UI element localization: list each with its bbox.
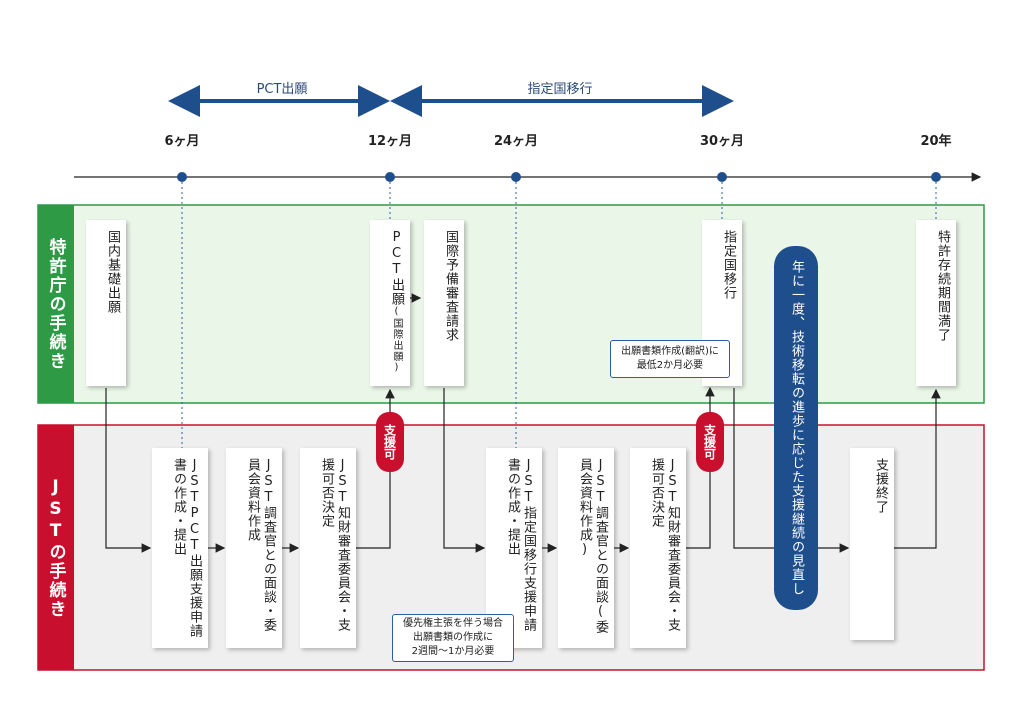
priority-note: 優先権主張を伴う場合 出願書類の作成に 2週間〜1か月必要 [392, 614, 514, 662]
step-support-end: 支援終了 [850, 448, 894, 640]
tick-dot-12m [385, 172, 395, 182]
step-pct-filing-sub: (国際出願) [391, 306, 402, 374]
step-jst-pct-support: JSTPCT出願支援申請書の作成・提出 [152, 448, 208, 648]
tick-label-12m: 12ヶ月 [367, 134, 413, 149]
jst-band-label: JSTの手続き [38, 425, 74, 670]
tick-label-20y: 20年 [920, 134, 952, 149]
step-pct-filing: PCT出願(国際出願) [370, 220, 410, 386]
priority-note-line-2: 出願書類の作成に [413, 632, 493, 643]
tick-label-24m: 24ヶ月 [493, 134, 539, 149]
tick-dot-24m [511, 172, 521, 182]
tick-label-30m: 30ヶ月 [699, 134, 745, 149]
step-jst-interview-1: JST調査官との面談・委員会資料作成 [226, 448, 282, 648]
step-patent-expiry: 特許存続期間満了 [916, 220, 956, 386]
step-ipe-request: 国際予備審査請求 [424, 220, 464, 386]
tick-dot-30m [717, 172, 727, 182]
national-span-label: 指定国移行 [527, 82, 593, 97]
priority-note-line-1: 優先権主張を伴う場合 [403, 618, 503, 629]
priority-note-line-3: 2週間〜1か月必要 [411, 646, 495, 657]
jpo-band [37, 204, 985, 404]
tick-dot-20y [931, 172, 941, 182]
translation-note-line-1: 出願書類作成(翻訳)に [621, 346, 719, 357]
step-domestic-filing: 国内基礎出願 [86, 220, 126, 386]
support-ok-badge-2: 支援可 [696, 412, 724, 472]
step-jst-committee-1: JST知財審査委員会・支援可否決定 [300, 448, 356, 648]
annual-review-pill: 年に一度、技術移転の進歩に応じた支援継続の見直し [774, 246, 818, 610]
translation-note: 出願書類作成(翻訳)に 最低2か月必要 [610, 340, 730, 378]
step-jst-committee-2: JST知財審査委員会・支援可否決定 [630, 448, 686, 648]
translation-note-line-2: 最低2か月必要 [636, 360, 704, 371]
step-jst-interview-2: JST調査官との面談(委員会資料作成) [558, 448, 614, 648]
tick-label-6m: 6ヶ月 [164, 134, 200, 149]
tick-dot-6m [177, 172, 187, 182]
pct-span-label: PCT出願 [256, 82, 308, 97]
support-ok-badge-1: 支援可 [376, 412, 404, 472]
step-pct-filing-label: PCT出願 [389, 230, 404, 306]
jpo-band-label: 特許庁の手続き [38, 205, 74, 403]
